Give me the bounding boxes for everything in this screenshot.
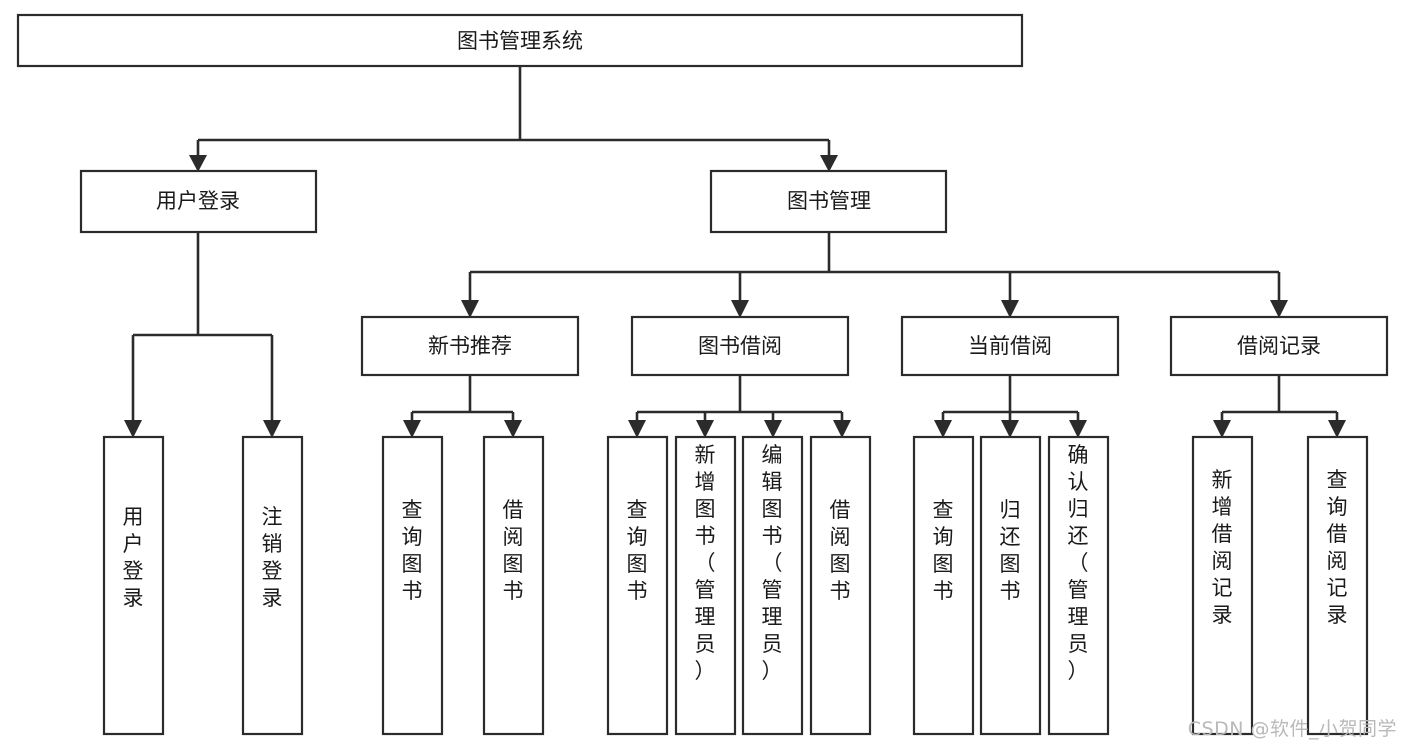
- node-borrow-record-box[interactable]: [1169, 315, 1389, 377]
- node-user-login[interactable]: 用户登录: [79, 169, 318, 234]
- node-leaf-2-label: 注销登录: [262, 505, 283, 610]
- node-leaf-5-box[interactable]: [606, 435, 669, 736]
- node-leaf-13-label: 查询借阅记录: [1327, 468, 1348, 627]
- node-leaf-11-box[interactable]: [1047, 435, 1110, 736]
- node-leaf-2-box[interactable]: [241, 435, 304, 736]
- arrowhead-book-borrow: [731, 300, 749, 318]
- node-leaf-13[interactable]: 查询借阅记录: [1306, 435, 1369, 736]
- node-leaf-1[interactable]: 用户登录: [102, 435, 165, 736]
- node-book-manage[interactable]: 图书管理: [709, 169, 948, 234]
- node-leaf-11-label: 确认归还（管理员）: [1068, 443, 1089, 683]
- node-user-login-label: 用户登录: [156, 189, 240, 213]
- node-leaf-4-box[interactable]: [482, 435, 545, 736]
- node-leaf-10[interactable]: 归还图书: [979, 435, 1042, 736]
- node-leaf-6[interactable]: 新增图书（管理员）: [674, 435, 737, 736]
- arrowhead-book-manage: [820, 155, 838, 172]
- node-current-borrow[interactable]: 当前借阅: [900, 315, 1120, 377]
- node-root-label: 图书管理系统: [457, 29, 583, 53]
- node-leaf-2[interactable]: 注销登录: [241, 435, 304, 736]
- node-new-book-rec[interactable]: 新书推荐: [360, 315, 580, 377]
- node-user-login-box[interactable]: [79, 169, 318, 234]
- node-leaf-4-label: 借阅图书: [503, 498, 524, 603]
- node-leaf-12-box[interactable]: [1191, 435, 1254, 736]
- node-leaf-10-label: 归还图书: [1000, 498, 1021, 603]
- node-borrow-record[interactable]: 借阅记录: [1169, 315, 1389, 377]
- node-current-borrow-box[interactable]: [900, 315, 1120, 377]
- node-leaf-8-label: 借阅图书: [830, 498, 851, 603]
- node-leaf-5-label: 查询图书: [627, 498, 648, 603]
- node-leaf-7[interactable]: 编辑图书（管理员）: [741, 435, 804, 736]
- arrowhead-leaf-13: [1328, 420, 1346, 438]
- node-leaf-11[interactable]: 确认归还（管理员）: [1047, 435, 1110, 736]
- node-leaf-12-label: 新增借阅记录: [1212, 468, 1233, 627]
- node-current-borrow-label: 当前借阅: [968, 334, 1052, 358]
- connector-layer: [124, 66, 1346, 438]
- node-leaf-3-label: 查询图书: [402, 498, 423, 603]
- node-book-borrow[interactable]: 图书借阅: [630, 315, 850, 377]
- arrowhead-user-login: [189, 155, 207, 172]
- node-book-borrow-box[interactable]: [630, 315, 850, 377]
- arrowhead-leaf-4: [504, 420, 522, 438]
- arrowhead-leaf-1: [124, 420, 142, 438]
- arrowhead-leaf-9: [934, 420, 952, 438]
- arrowhead-leaf-2: [263, 420, 281, 438]
- node-book-manage-box[interactable]: [709, 169, 948, 234]
- node-leaf-1-label: 用户登录: [123, 505, 144, 610]
- arrowhead-leaf-7: [764, 420, 782, 438]
- arrowhead-current-borrow: [1001, 300, 1019, 318]
- arrowhead-leaf-8: [833, 420, 851, 438]
- node-leaf-8-box[interactable]: [809, 435, 872, 736]
- arrowhead-leaf-11: [1069, 420, 1087, 438]
- node-leaf-10-box[interactable]: [979, 435, 1042, 736]
- node-new-book-rec-box[interactable]: [360, 315, 580, 377]
- arrowhead-new-book-rec: [461, 300, 479, 318]
- node-book-borrow-label: 图书借阅: [698, 334, 782, 358]
- node-leaf-7-box[interactable]: [741, 435, 804, 736]
- arrowhead-leaf-5: [628, 420, 646, 438]
- node-leaf-9[interactable]: 查询图书: [912, 435, 975, 736]
- arrowhead-leaf-3: [403, 420, 421, 438]
- arrowhead-borrow-record: [1270, 300, 1288, 318]
- node-leaf-9-box[interactable]: [912, 435, 975, 736]
- node-leaf-3-box[interactable]: [381, 435, 444, 736]
- node-book-manage-label: 图书管理: [787, 189, 871, 213]
- node-leaf-3[interactable]: 查询图书: [381, 435, 444, 736]
- node-leaf-4[interactable]: 借阅图书: [482, 435, 545, 736]
- arrowhead-leaf-12: [1213, 420, 1231, 438]
- node-leaf-13-box[interactable]: [1306, 435, 1369, 736]
- node-leaf-6-label: 新增图书（管理员）: [695, 443, 716, 683]
- node-root-box[interactable]: [16, 13, 1024, 68]
- node-leaf-6-box[interactable]: [674, 435, 737, 736]
- node-borrow-record-label: 借阅记录: [1237, 334, 1321, 358]
- node-leaf-5[interactable]: 查询图书: [606, 435, 669, 736]
- node-leaf-9-label: 查询图书: [933, 498, 954, 603]
- arrowhead-leaf-10: [1001, 420, 1019, 438]
- node-leaf-12[interactable]: 新增借阅记录: [1191, 435, 1254, 736]
- node-leaf-1-box[interactable]: [102, 435, 165, 736]
- node-leaf-7-label: 编辑图书（管理员）: [762, 443, 783, 683]
- node-leaf-8[interactable]: 借阅图书: [809, 435, 872, 736]
- node-root[interactable]: 图书管理系统: [16, 13, 1024, 68]
- arrowhead-leaf-6: [696, 420, 714, 438]
- node-new-book-rec-label: 新书推荐: [428, 334, 512, 358]
